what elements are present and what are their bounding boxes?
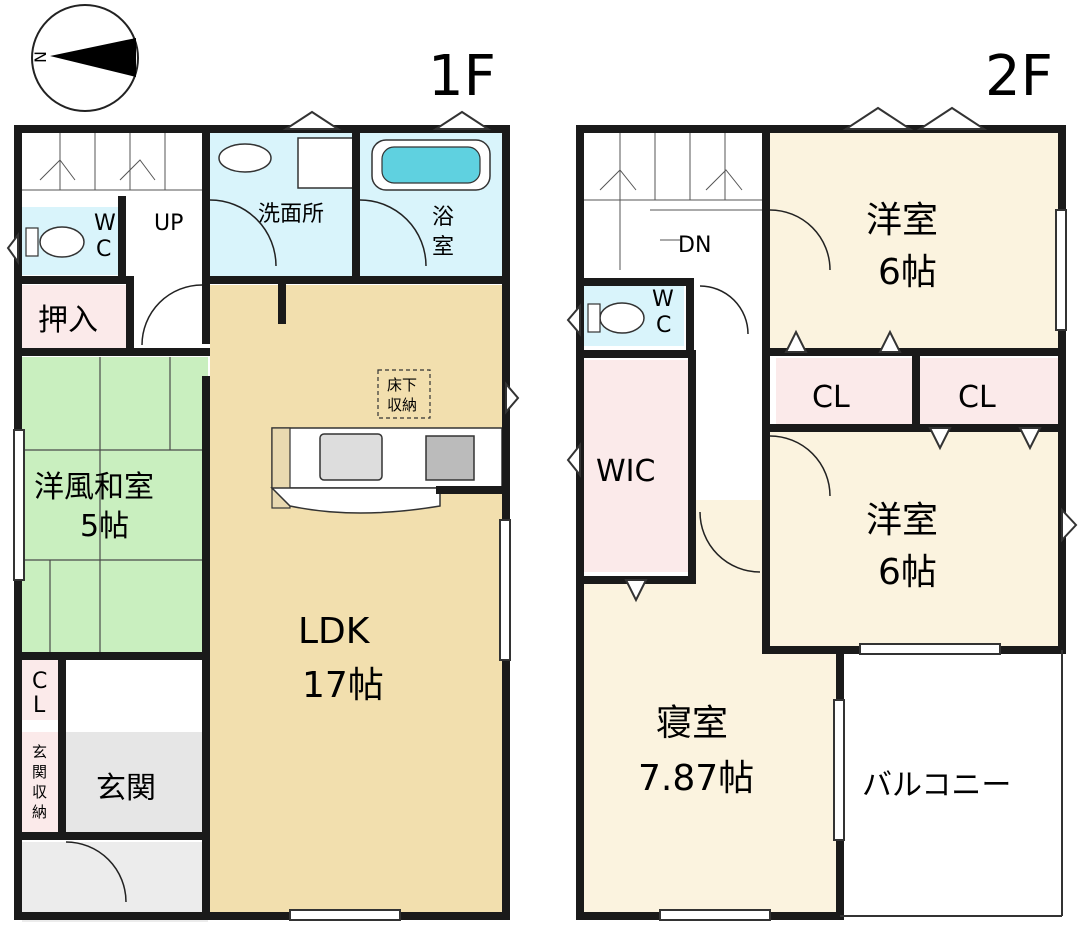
cl-1f-room <box>22 660 60 720</box>
washroom-label: 洗面所 <box>258 202 324 227</box>
cl-2f-1-label: CL <box>812 380 850 415</box>
underfloor-storage-box <box>377 369 431 419</box>
ldk-size: 17帖 <box>302 665 384 706</box>
entrance-label: 玄関 <box>96 771 156 806</box>
cl-2f-1-room <box>776 358 912 424</box>
youshitsu-b-size: 6帖 <box>878 552 937 593</box>
stairs-1f <box>22 133 205 191</box>
balcony-label: バルコニー <box>862 768 1011 803</box>
ldk-room <box>210 285 502 912</box>
ldk-name: LDK <box>298 611 371 652</box>
oshiire-label: 押入 <box>38 303 98 338</box>
door-swings-2f <box>699 209 831 573</box>
entrance-storage-room <box>22 732 60 832</box>
cl-2f-2-room <box>920 358 1058 424</box>
floor-2-title: 2F <box>985 44 1053 109</box>
bedroom-size: 7.87帖 <box>638 758 754 799</box>
youshitsu-a-size: 6帖 <box>878 252 937 293</box>
walls-1f <box>14 125 510 920</box>
bedroom-name: 寝室 <box>656 703 728 744</box>
toilet-1f-icon <box>39 226 85 258</box>
entrance-storage-char-1: 玄 <box>32 743 47 761</box>
youshitsu-b-name: 洋室 <box>866 500 938 541</box>
floor-1-plan: LDK 17帖 洗面所 浴 室 W C UP 押入 洋風和室 5帖 床下 収納 … <box>6 110 520 922</box>
entrance-storage-char-4: 納 <box>32 803 47 821</box>
toilet-tank-2f-icon <box>587 303 601 333</box>
stairs-2f <box>584 133 766 270</box>
wic-room <box>584 360 688 572</box>
compass-north-label: N <box>31 51 50 63</box>
windows-2f <box>566 106 1078 921</box>
kitchen-bar-counter <box>270 487 441 514</box>
youshitsu-a-room <box>770 133 1058 349</box>
up-label: UP <box>154 211 183 236</box>
youshitsu-a-name: 洋室 <box>866 200 938 241</box>
bedroom-extension <box>692 500 768 580</box>
wc-1f-w-label: W <box>94 211 116 236</box>
dn-label: DN <box>678 233 711 258</box>
sink-icon <box>218 143 272 173</box>
wic-label: WIC <box>596 454 655 489</box>
bathtub-water-icon <box>381 146 481 184</box>
entrance-storage-char-2: 関 <box>32 763 47 781</box>
wc-2f-c-label: C <box>656 313 671 338</box>
porch-area <box>22 842 208 922</box>
bedroom-room <box>584 580 836 912</box>
cl-2f-2-label: CL <box>958 380 996 415</box>
washitsu-name: 洋風和室 <box>34 470 154 505</box>
cl-1f-c-label: C <box>32 669 47 694</box>
oshiire-room <box>22 285 128 349</box>
door-swings-1f <box>65 199 427 903</box>
kitchen-sink-icon <box>319 433 383 481</box>
north-arrow-icon <box>50 38 136 77</box>
wc-2f-w-label: W <box>652 287 674 312</box>
compass: N <box>31 4 139 112</box>
toilet-tank-1f-icon <box>25 227 39 257</box>
washitsu-room <box>22 357 208 652</box>
washer-icon <box>297 137 355 189</box>
stove-icon <box>425 435 475 481</box>
entrance-storage-char-3: 収 <box>32 783 47 801</box>
washitsu-size: 5帖 <box>80 509 129 544</box>
tatami-grid <box>22 357 208 652</box>
entrance-room <box>66 732 208 832</box>
underfloor-label-2: 収納 <box>387 396 417 414</box>
toilet-2f-icon <box>599 302 645 334</box>
wc-1f-c-label: C <box>96 237 111 262</box>
floor-1-title: 1F <box>428 44 496 109</box>
bath-label-1: 浴 <box>432 205 454 230</box>
cl-1f-l-label: L <box>33 693 46 718</box>
underfloor-label-1: 床下 <box>387 376 417 394</box>
windows-1f <box>6 110 520 921</box>
bath-label-2: 室 <box>432 235 454 260</box>
floor-2-plan: DN W C 洋室 6帖 CL CL WIC 洋室 6帖 寝室 7.87帖 バル… <box>566 106 1078 921</box>
